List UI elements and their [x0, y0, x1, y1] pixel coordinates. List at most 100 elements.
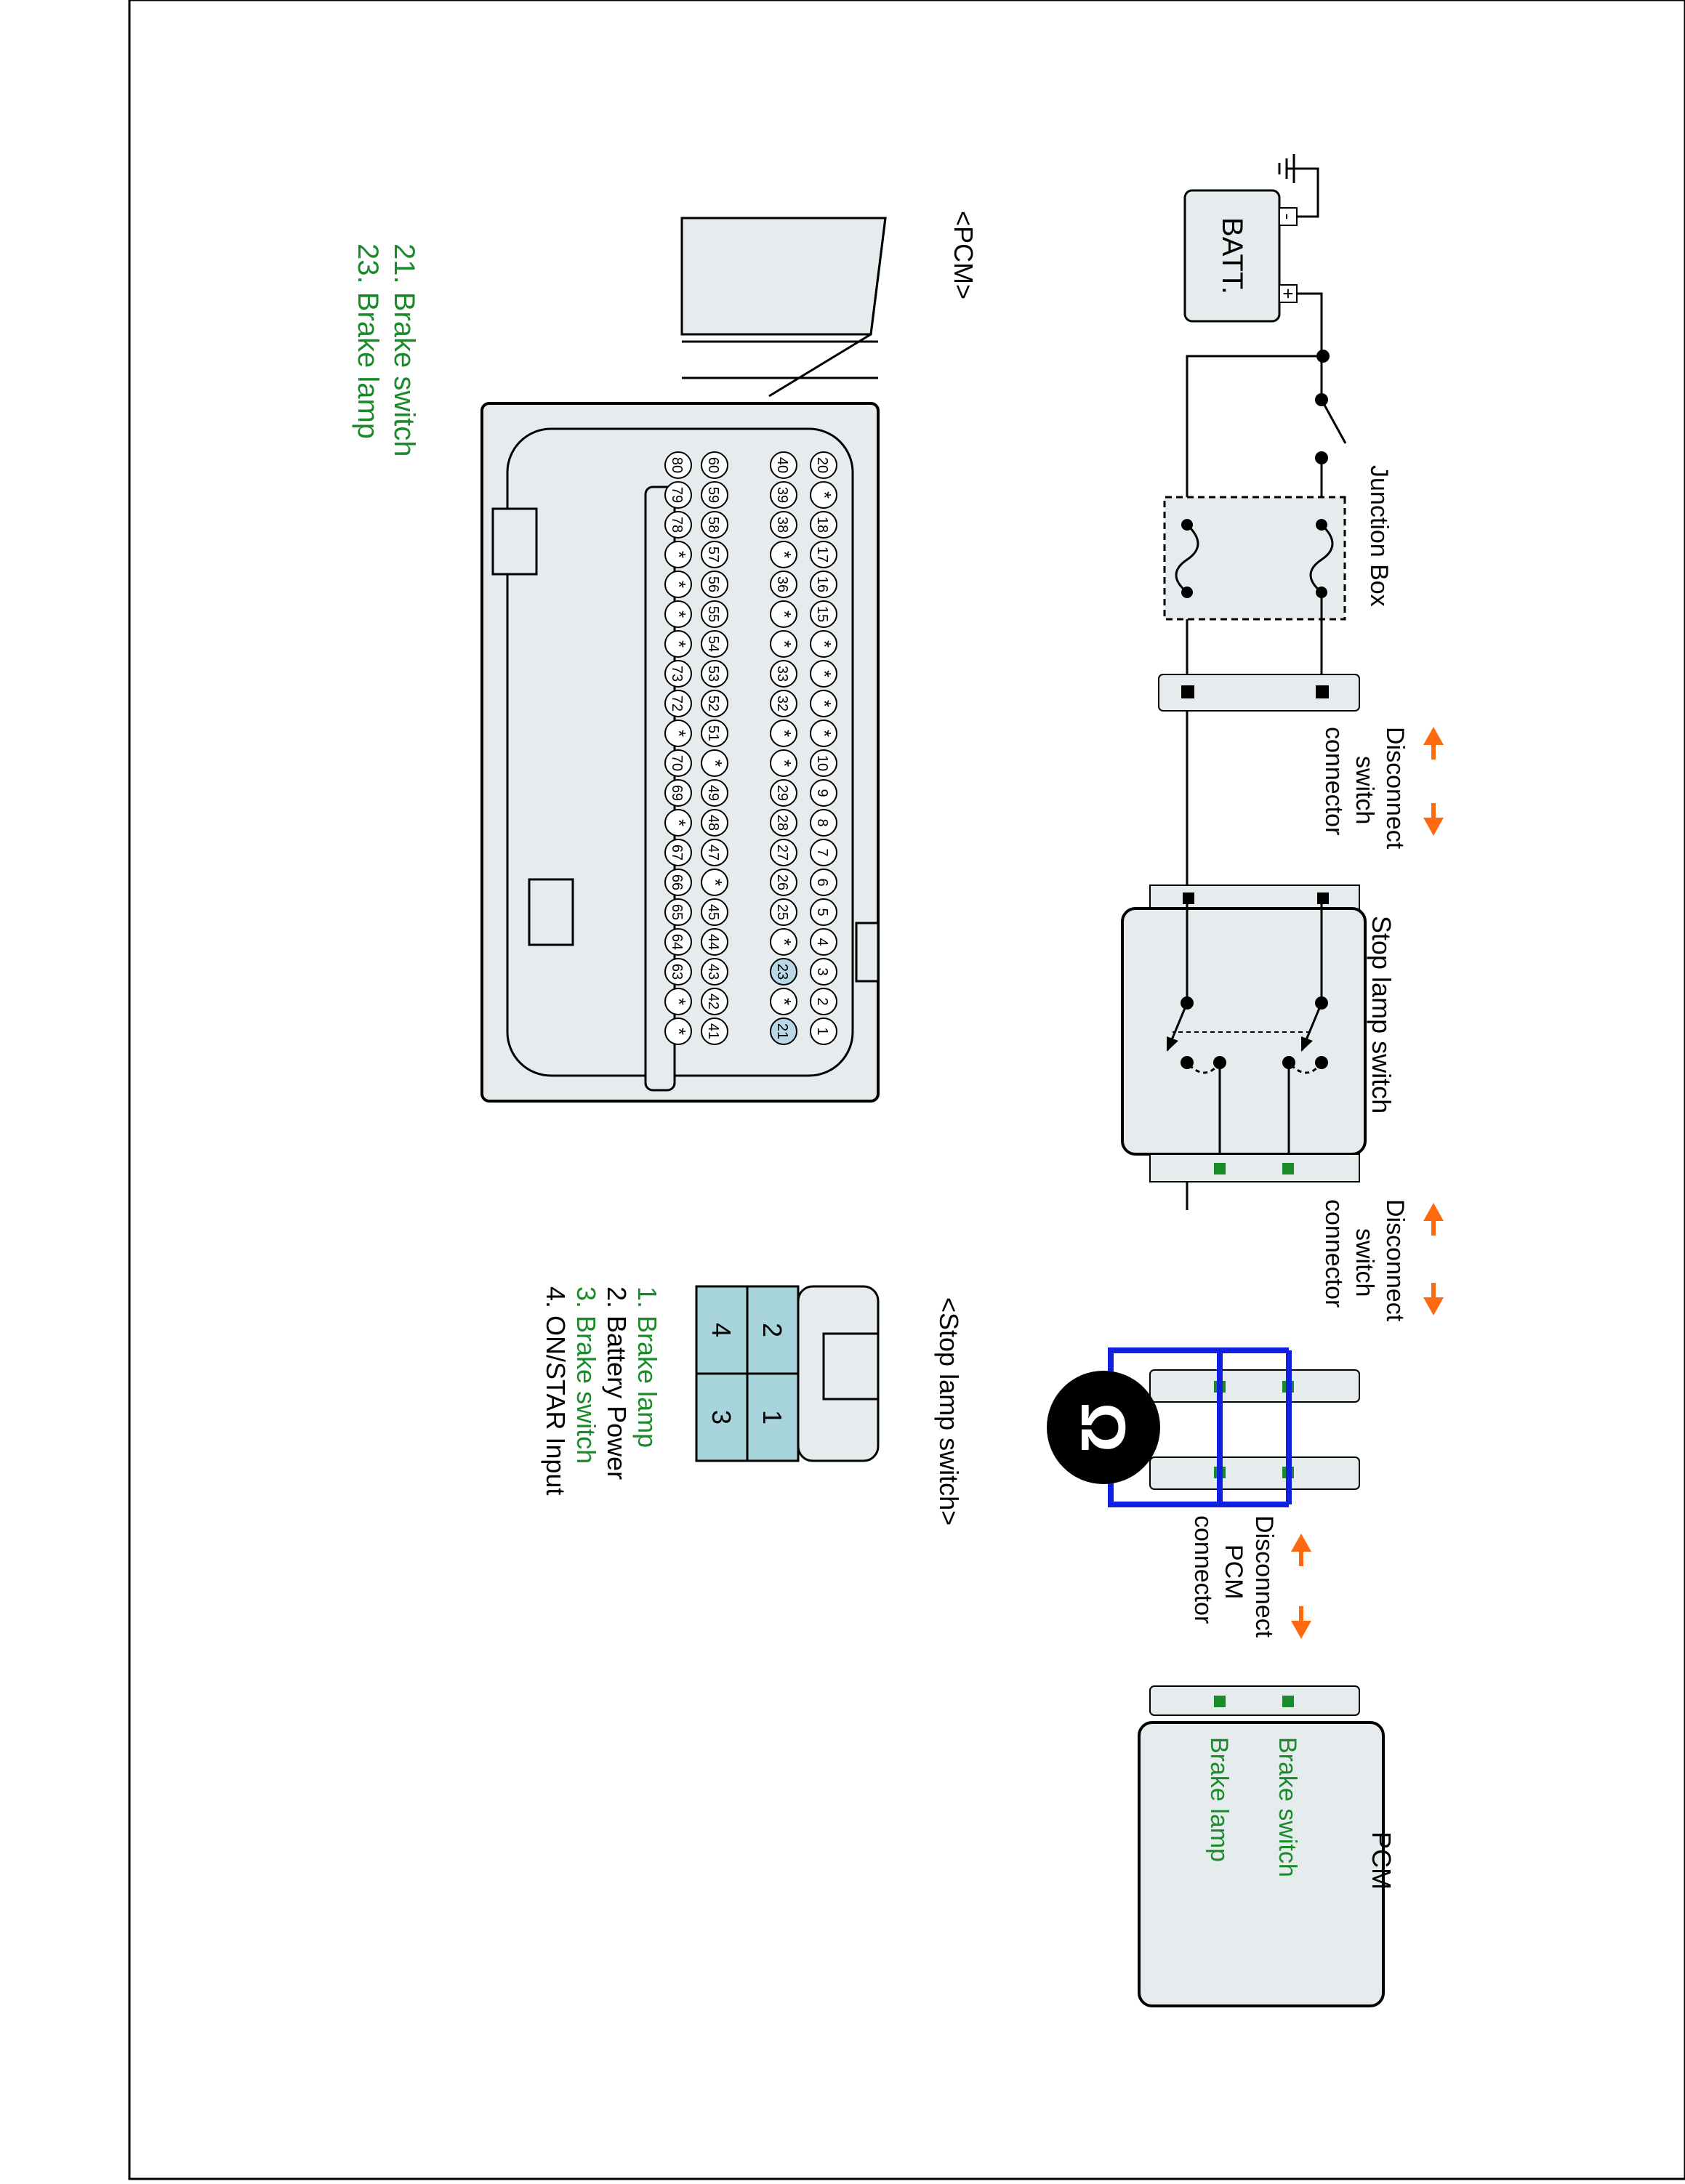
- pcm-pin-label: *: [773, 759, 795, 767]
- disconnect-2-line1: Disconnect: [1381, 1199, 1409, 1322]
- pcm-pin-unused: [664, 809, 692, 837]
- pcm-pin-label: 32: [774, 696, 790, 712]
- ohmmeter-icon: [1047, 1371, 1160, 1484]
- pcm-pin-45: [701, 898, 728, 926]
- pcm-pin-label: *: [668, 640, 690, 648]
- battery-pos-wire: [1297, 292, 1323, 358]
- pcm-pin-label: *: [813, 640, 835, 648]
- pcm-pin-label: 10: [814, 755, 830, 771]
- disconnect-1-line1: Disconnect: [1381, 727, 1409, 850]
- disconnect-3-line1: Disconnect: [1250, 1515, 1278, 1638]
- pcm-pin-label: *: [773, 640, 795, 648]
- disconnect-switch-connector-1: Disconnect switch connector: [1158, 674, 1444, 850]
- pcm-connector-title: <PCM>: [949, 211, 978, 299]
- pcm-pin-78: [664, 511, 692, 539]
- pcm-pin-unused: [701, 869, 728, 896]
- pcm-pin-1: [810, 1018, 837, 1045]
- disconnect-1-line3: connector: [1320, 727, 1348, 835]
- pcm-pin-16: [810, 571, 837, 598]
- pin-rows: 20*18171615****10987654321403938*36**333…: [664, 451, 837, 1045]
- pcm-pin-label: *: [813, 491, 835, 499]
- stop-lamp-legend-2: 2. Battery Power: [602, 1286, 632, 1480]
- pcm-pin-label: *: [773, 938, 795, 946]
- pcm-pin-unused: [664, 600, 692, 628]
- pcm-pin-label: 41: [705, 1023, 721, 1039]
- pcm-pin-69: [664, 779, 692, 807]
- svg-text:2: 2: [757, 1323, 787, 1337]
- pcm-pin-27: [770, 839, 797, 866]
- pcm-pin-2: [810, 988, 837, 1015]
- stop-lamp-connector-title: <Stop lamp switch>: [934, 1297, 964, 1526]
- pcm-pin-label: *: [704, 879, 726, 886]
- pcm-pin-53: [701, 660, 728, 688]
- pcm-pin-label: *: [668, 1028, 690, 1035]
- terminal-3: 3: [695, 1372, 749, 1462]
- pcm-pin-label: 16: [814, 576, 830, 592]
- pcm-pin-label: 1: [814, 1027, 830, 1035]
- pcm-pin-65: [664, 898, 692, 926]
- pcm-pin-label: 28: [774, 815, 790, 831]
- disconnect-3-line3: connector: [1189, 1515, 1217, 1624]
- pcm-pin-label: 2: [814, 997, 830, 1005]
- pcm-pin-18: [810, 511, 837, 539]
- pcm-pin-unused: [664, 571, 692, 598]
- pcm-pin-label: 70: [669, 755, 685, 771]
- battery-neg-label: -: [1277, 214, 1299, 220]
- pcm-pin-unused: [770, 630, 797, 658]
- pcm-pin-unused: [701, 749, 728, 777]
- stop-lamp-switch-label: Stop lamp switch: [1367, 916, 1396, 1113]
- pcm-pin-label: 25: [774, 904, 790, 920]
- pcm-pin-51: [701, 720, 728, 747]
- pcm-pin-4: [810, 928, 837, 956]
- rotated-layer: BATT. - + Junction Box: [352, 154, 1444, 2007]
- terminal-2: 2: [746, 1285, 800, 1375]
- pcm-pin-label: 23: [774, 964, 790, 980]
- pcm-pin-8: [810, 809, 837, 837]
- pcm-pin-label: 65: [669, 904, 685, 920]
- pcm-pin-unused: [770, 988, 797, 1015]
- svg-text:4: 4: [707, 1323, 736, 1337]
- pcm-pin-49: [701, 779, 728, 807]
- pcm-pin-label: 39: [774, 487, 790, 503]
- pcm-pin-label: *: [668, 730, 690, 737]
- pcm-pin-label: 15: [814, 606, 830, 622]
- pcm-pin-3: [810, 958, 837, 986]
- pcm-pin-label: *: [813, 730, 835, 737]
- pcm-pin-label: 7: [814, 848, 830, 856]
- pcm-pin-label: 4: [814, 938, 830, 946]
- pcm-connector-drawing: <PCM> 20*18171615****10987654321403938*3…: [352, 211, 978, 1103]
- pcm-pin-label: 27: [774, 845, 790, 861]
- pcm-pin-unused: [770, 749, 797, 777]
- pcm-pin-label: 21: [774, 1023, 790, 1039]
- pcm-pin-15: [810, 600, 837, 628]
- fuse-2: [1175, 523, 1199, 594]
- pcm-pin-label: 78: [669, 517, 685, 533]
- pcm-pin-label: 56: [705, 576, 721, 592]
- stop-lamp-connector-drawing: <Stop lamp switch> 2 1 4 3 1. Brake lamp: [541, 1285, 964, 1526]
- stop-lamp-legend-4: 4. ON/STAR Input: [541, 1286, 571, 1495]
- pcm-pin-36: [770, 571, 797, 598]
- pcm-legend-1: 21. Brake switch: [388, 243, 420, 456]
- pcm-pin-28: [770, 809, 797, 837]
- pcm-pin-label: 69: [669, 785, 685, 801]
- svg-text:3: 3: [707, 1410, 736, 1425]
- pcm-pin-33: [770, 660, 797, 688]
- pcm-pin-79: [664, 481, 692, 509]
- pcm-pin-brake-switch: Brake switch: [1274, 1737, 1301, 1877]
- pcm-pin-label: 54: [705, 636, 721, 652]
- pcm-pin-label: 67: [669, 845, 685, 861]
- pcm-pin-label: *: [668, 819, 690, 826]
- disconnect-2-line2: switch: [1351, 1228, 1378, 1297]
- disconnect-switch-connector-2: Disconnect switch connector: [1320, 1199, 1444, 1322]
- pcm-pin-66: [664, 869, 692, 896]
- pcm-pin-label: *: [813, 670, 835, 677]
- ground-wire: [1287, 167, 1319, 218]
- terminal-4: 4: [695, 1285, 749, 1375]
- pcm-legend-2: 23. Brake lamp: [352, 243, 384, 439]
- disconnect-1-line2: switch: [1351, 756, 1378, 824]
- pcm-pin-54: [701, 630, 728, 658]
- pcm-pin-32: [770, 690, 797, 717]
- pcm-pin-10: [810, 749, 837, 777]
- terminal-1: 1: [746, 1372, 800, 1462]
